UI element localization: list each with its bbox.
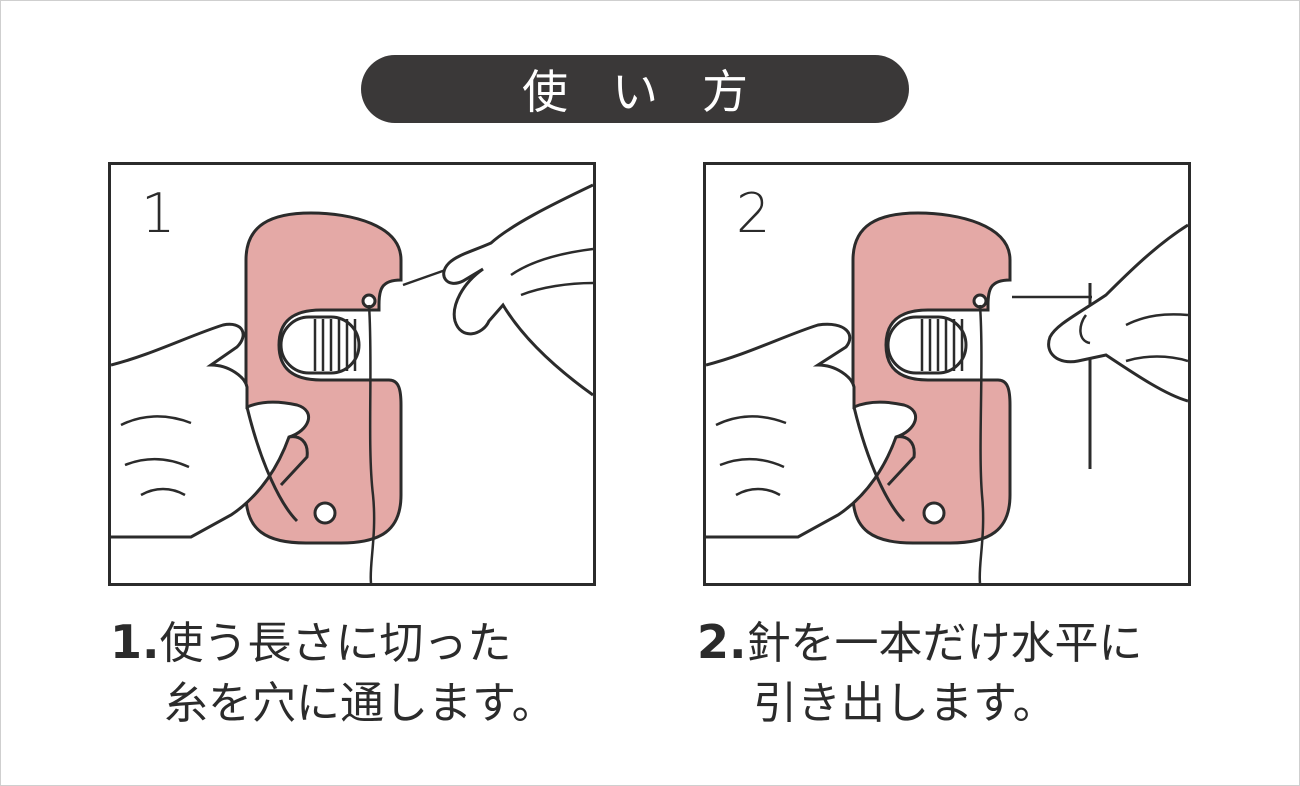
panel-number: 2 [736,182,771,245]
right-hand [1047,223,1188,403]
hang-hole [313,501,337,525]
step-2-drawing [706,211,1188,583]
thread [367,304,376,583]
step-1-caption: 1.使う長さに切った 糸を穴に通します。 [110,612,556,734]
step-2-label: 2. [697,615,747,669]
right-hand [442,183,593,397]
slot-ridges [920,319,964,371]
thread [978,304,985,583]
step-2-caption: 2.針を一本だけ水平に 引き出します。 [697,612,1142,734]
slot-ridges [313,319,357,371]
step-1-caption-line1: 使う長さに切った [159,618,512,669]
needle-threader-tool [244,211,403,545]
left-thumb [245,406,309,523]
step-1-label: 1. [110,615,160,669]
needle-threader-tool [851,211,1012,545]
step-1-caption-line2: 糸を穴に通します。 [164,678,556,729]
panel-number: 1 [141,182,176,245]
step-2-caption-line2: 引き出します。 [753,678,1057,729]
page-title: 使い方 [361,55,909,123]
step-1-illustration: 1 [108,162,596,586]
step-2-caption-line1: 針を一本だけ水平に [746,618,1143,669]
step-2-illustration: 2 [703,162,1191,586]
hang-hole [922,501,946,525]
step-1-drawing [111,183,593,583]
